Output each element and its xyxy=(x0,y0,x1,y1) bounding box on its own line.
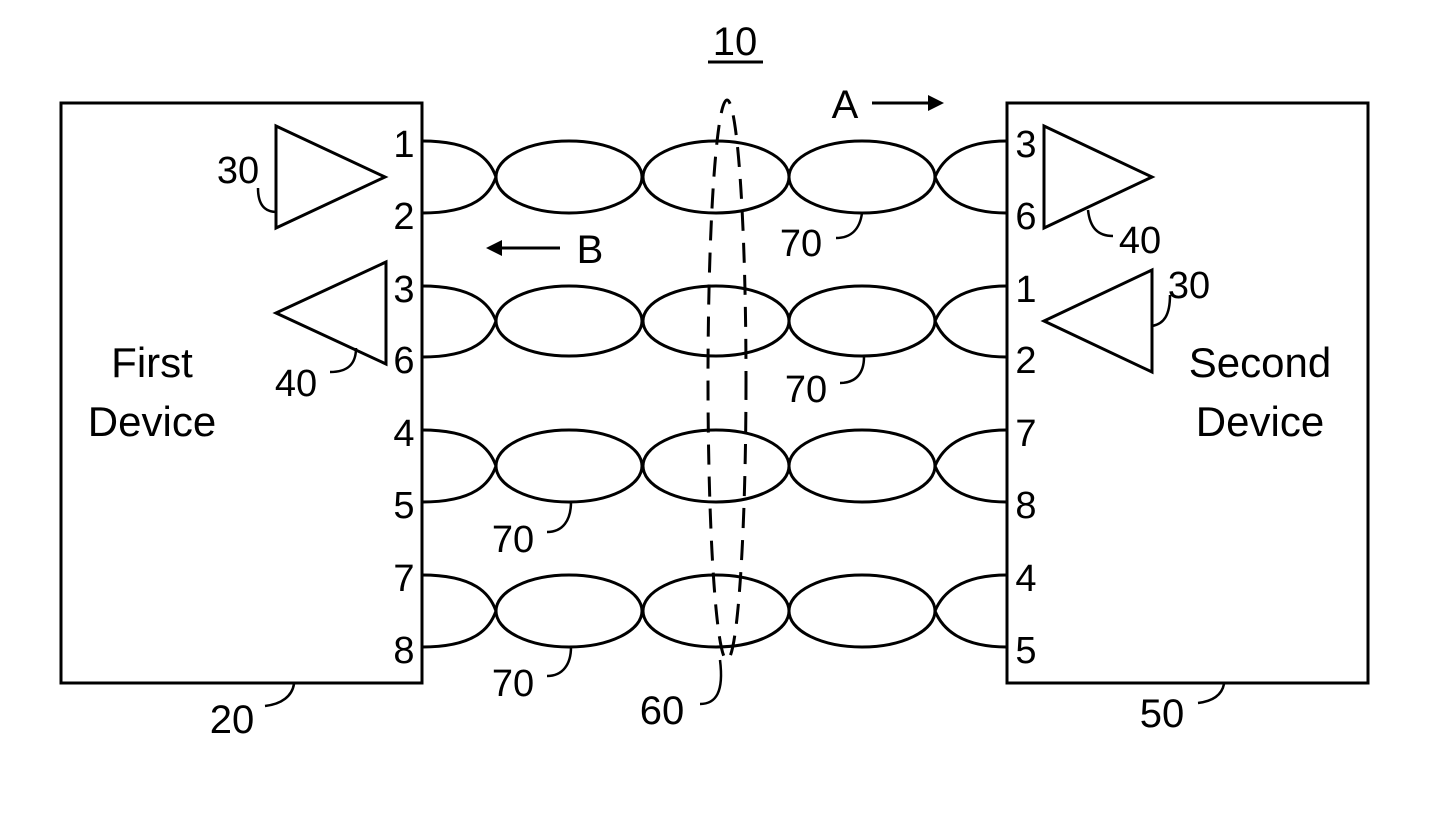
right-pin-5: 7 xyxy=(1015,413,1036,455)
direction-b-label: B xyxy=(577,228,604,272)
figure-number: 10 xyxy=(713,20,758,64)
left-pin-6: 5 xyxy=(393,485,414,527)
left-pin-3: 3 xyxy=(393,269,414,311)
twisted-pair-3 xyxy=(422,430,1007,502)
pair-ref-1-leader xyxy=(836,213,862,238)
left-pin-4: 6 xyxy=(393,340,414,382)
left-pin-1: 1 xyxy=(393,124,414,166)
left-pin-7: 7 xyxy=(393,558,414,600)
cable-ref: 60 xyxy=(640,689,685,733)
left-receiver-ref: 40 xyxy=(275,363,317,405)
first-device-ref: 20 xyxy=(210,698,255,742)
pair-ref-4: 70 xyxy=(492,663,534,705)
right-transmitter-ref: 30 xyxy=(1168,265,1210,307)
right-receiver-ref: 40 xyxy=(1119,220,1161,262)
pair-ref-3-leader xyxy=(547,502,571,532)
direction-b-arrowhead xyxy=(486,240,502,256)
left-pin-5: 4 xyxy=(393,413,414,455)
left-transmitter-ref: 30 xyxy=(217,150,259,192)
second-device-ref-leader xyxy=(1198,684,1224,703)
right-pin-6: 8 xyxy=(1015,485,1036,527)
left-pin-8: 8 xyxy=(393,630,414,672)
pair-ref-2: 70 xyxy=(785,369,827,411)
pair-ref-3: 70 xyxy=(492,519,534,561)
direction-a-label: A xyxy=(832,83,859,127)
twisted-pair-2 xyxy=(422,286,1007,357)
first-device-label-line2: Device xyxy=(88,398,216,445)
pair-ref-4-leader xyxy=(547,647,571,676)
cable-ref-leader xyxy=(700,660,721,704)
right-pin-8: 5 xyxy=(1015,630,1036,672)
pair-ref-2-leader xyxy=(840,357,864,383)
right-pin-4: 2 xyxy=(1015,340,1036,382)
right-pin-2: 6 xyxy=(1015,196,1036,238)
second-device-label-line1: Second xyxy=(1189,339,1331,386)
pair-ref-1: 70 xyxy=(780,223,822,265)
left-pin-2: 2 xyxy=(393,196,414,238)
first-device-ref-leader xyxy=(265,684,294,706)
first-device-label-line1: First xyxy=(111,339,193,386)
right-pin-3: 1 xyxy=(1015,269,1036,311)
second-device-ref: 50 xyxy=(1140,692,1185,736)
direction-a-arrowhead xyxy=(928,95,944,111)
right-pin-7: 4 xyxy=(1015,558,1036,600)
twisted-pair-1 xyxy=(422,141,1007,213)
second-device-label-line2: Device xyxy=(1196,398,1324,445)
right-pin-1: 3 xyxy=(1015,124,1036,166)
